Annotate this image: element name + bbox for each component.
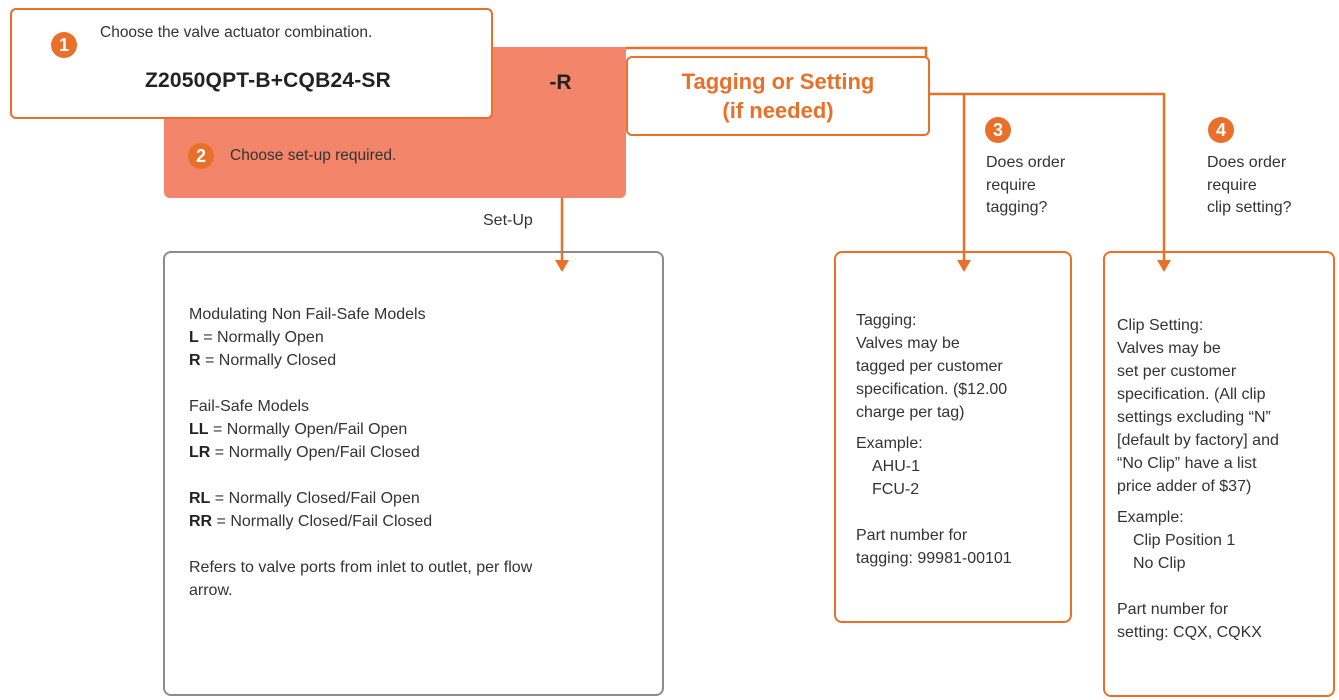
option-row: L = Normally Open (189, 329, 324, 346)
option-row: LL = Normally Open/Fail Open (189, 421, 408, 438)
setup-label: Set-Up (483, 212, 533, 229)
group1-title: Modulating Non Fail-Safe Models (189, 306, 426, 323)
clip-description: Valves may be set per customer specifica… (1117, 340, 1279, 495)
tagging-example: FCU-2 (872, 481, 920, 498)
selected-code: -R (495, 47, 626, 118)
step2-text: Choose set-up required. (230, 147, 397, 164)
step1-box: 1 Choose the valve actuator combination.… (10, 8, 493, 119)
step3-question: Does order require tagging? (986, 154, 1066, 216)
option-row: R = Normally Closed (189, 352, 337, 369)
step2-badge: 2 (188, 143, 214, 169)
tagging-setting-title: Tagging or Setting (681, 69, 875, 94)
step3-badge: 3 (985, 117, 1011, 143)
tagging-box: Tagging: Valves may be tagged per custom… (834, 251, 1072, 623)
step4-question: Does order require clip setting? (1207, 154, 1292, 216)
part-number: Z2050QPT-B+CQB24-SR (145, 69, 391, 92)
tagging-title: Tagging: (856, 312, 917, 329)
clip-example: No Clip (1133, 555, 1186, 572)
tagging-arrowhead (957, 260, 971, 272)
tagging-example: AHU-1 (872, 458, 921, 475)
setup-arrowhead (555, 260, 569, 272)
step1-text: Choose the valve actuator combination. (100, 24, 373, 41)
clip-example: Clip Position 1 (1133, 532, 1236, 549)
option-row: RR = Normally Closed/Fail Closed (189, 513, 433, 530)
option-row: RL = Normally Closed/Fail Open (189, 490, 420, 507)
tagging-example-label: Example: (856, 435, 923, 452)
setup-note: Refers to valve ports from inlet to outl… (189, 559, 533, 599)
tagging-part-number: Part number for tagging: 99981-00101 (856, 527, 1012, 567)
option-row: LR = Normally Open/Fail Closed (189, 444, 420, 461)
group2-title: Fail-Safe Models (189, 398, 310, 415)
clip-title: Clip Setting: (1117, 317, 1204, 334)
clip-example-label: Example: (1117, 509, 1184, 526)
tagging-setting-box: Tagging or Setting (if needed) (626, 56, 930, 136)
clip-setting-box: Clip Setting: Valves may be set per cust… (1103, 251, 1335, 697)
setup-options-box: Modulating Non Fail-Safe Models L = Norm… (163, 251, 664, 696)
clip-part-number: Part number for setting: CQX, CQKX (1117, 601, 1262, 641)
step1-badge: 1 (51, 32, 77, 58)
tagging-description: Valves may be tagged per customer specif… (856, 335, 1008, 421)
tagging-setting-subtitle: (if needed) (722, 98, 834, 123)
clip-arrowhead (1157, 260, 1171, 272)
step4-badge: 4 (1208, 117, 1234, 143)
